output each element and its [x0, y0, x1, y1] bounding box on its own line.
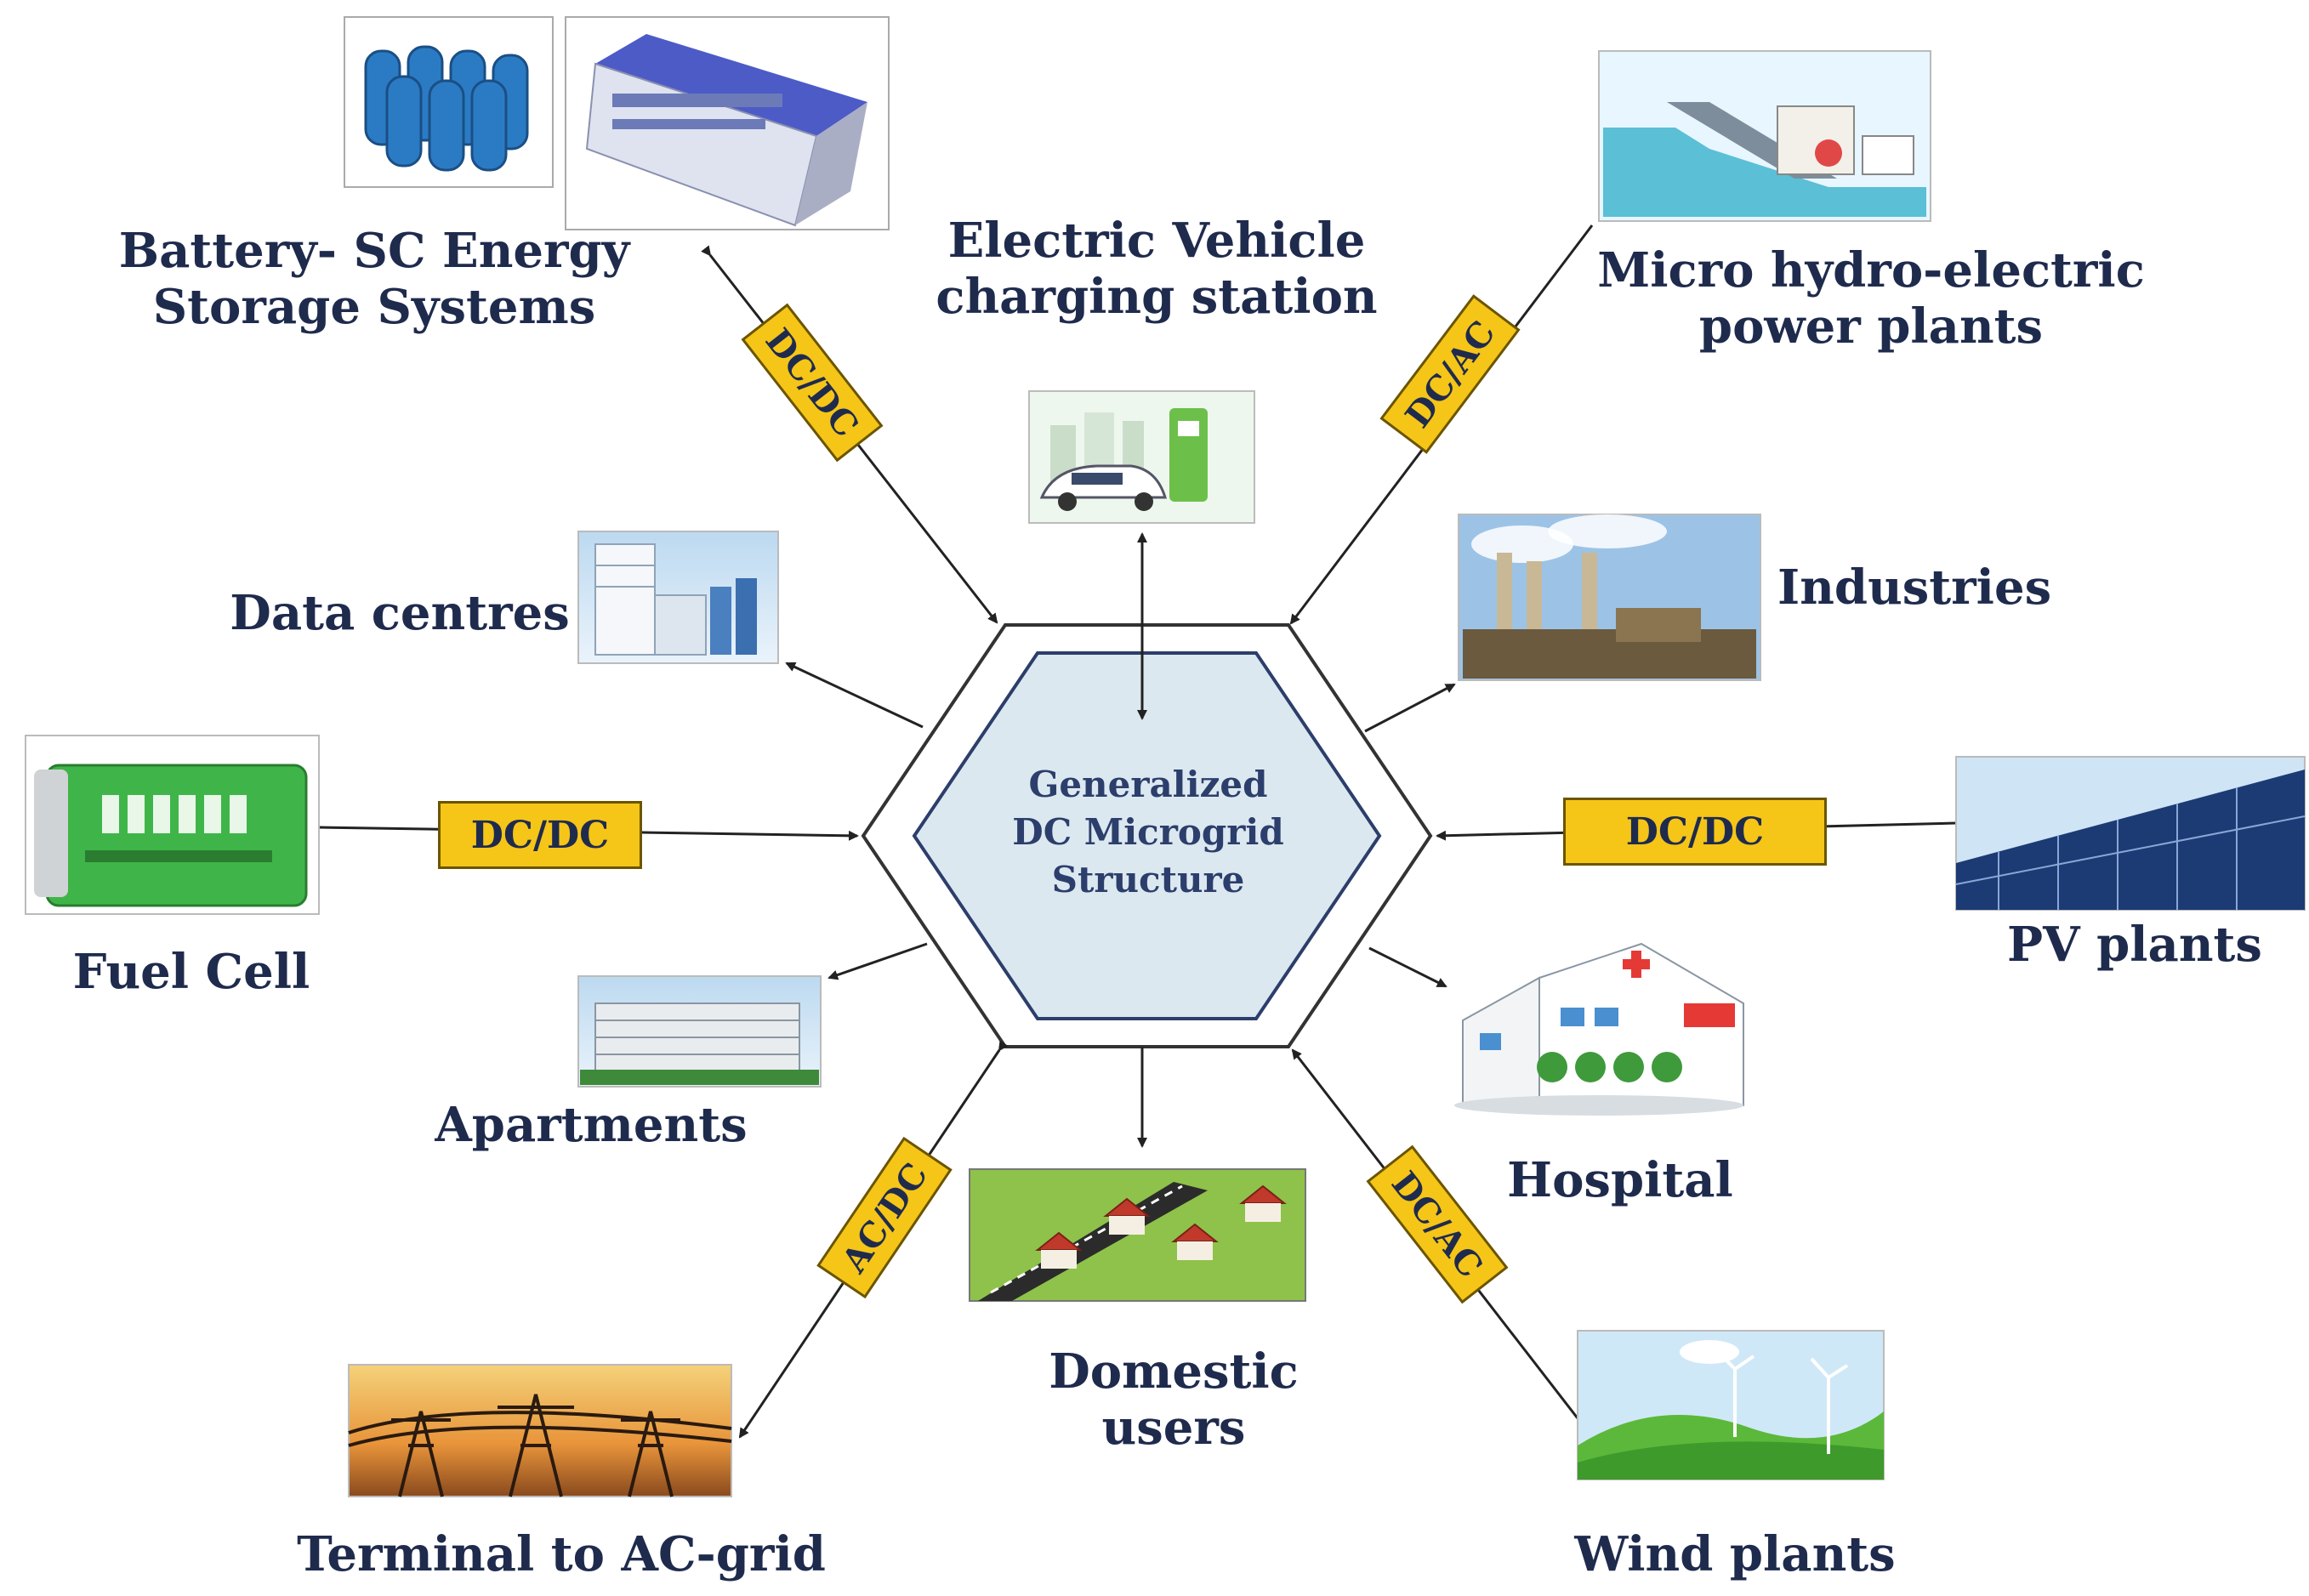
hydro-label: Micro hydro-electric power plants — [1597, 242, 2145, 355]
ev-charging-label: Electric Vehicle charging station — [936, 213, 1378, 325]
converter-pv-box: DC/DC — [1563, 798, 1827, 866]
center-title: Generalized DC Microgrid Structure — [1012, 764, 1284, 900]
industries-label: Industries — [1777, 559, 2052, 616]
link-industries — [1364, 683, 1456, 733]
apartments-image — [577, 975, 822, 1088]
fuel-cell-image — [25, 735, 320, 915]
ev-charging-image — [1028, 390, 1255, 524]
pv-label: PV plants — [2007, 917, 2262, 973]
converter-hydro-box: DC/AC — [1379, 294, 1521, 454]
domestic-image — [969, 1168, 1306, 1302]
link-hospital — [1368, 946, 1447, 988]
ac-grid-label: Terminal to AC-grid — [297, 1526, 826, 1582]
converter-fuel-cell-label: DC/DC — [470, 813, 610, 857]
industries-image — [1458, 514, 1761, 681]
fuel-cell-label: Fuel Cell — [72, 944, 310, 1000]
battery-image — [344, 16, 890, 230]
hexagon-inner — [912, 651, 1382, 1020]
ac-grid-image — [348, 1364, 732, 1497]
converter-battery-box: DC/DC — [741, 303, 884, 463]
pv-panel-image — [1955, 756, 2306, 911]
link-apartments — [827, 942, 928, 980]
converter-pv-label: DC/DC — [1625, 809, 1765, 854]
wind-label: Wind plants — [1574, 1526, 1896, 1582]
data-centre-image — [577, 531, 779, 664]
wind-plant-image — [1577, 1330, 1885, 1480]
hospital-image — [1454, 942, 1744, 1116]
hospital-label: Hospital — [1507, 1152, 1733, 1208]
apartments-label: Apartments — [435, 1097, 748, 1153]
data-centres-label: Data centres — [230, 585, 570, 641]
link-data-centres — [785, 662, 924, 729]
converter-fuel-cell-box: DC/DC — [438, 801, 642, 869]
domestic-label: Domestic users — [1049, 1343, 1299, 1456]
battery-label: Battery- SC Energy Storage Systems — [118, 223, 630, 335]
converter-ac-grid-box: AC/DC — [816, 1136, 953, 1299]
hydro-plant-image — [1598, 50, 1931, 222]
